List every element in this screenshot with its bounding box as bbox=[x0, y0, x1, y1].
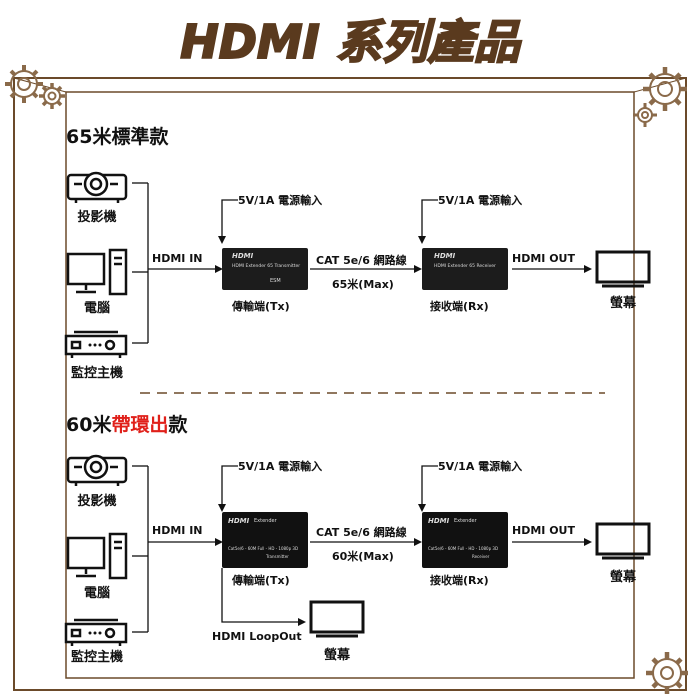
gear-icon bbox=[633, 103, 657, 127]
monitor-icon bbox=[595, 522, 651, 560]
source-label: 投影機 bbox=[77, 494, 117, 509]
input-label: HDMI IN bbox=[152, 524, 203, 537]
source-label: 電腦 bbox=[83, 586, 110, 601]
output-label: HDMI OUT bbox=[512, 252, 575, 265]
dvr-icon bbox=[64, 618, 128, 646]
rx-label: 接收端(Rx) bbox=[430, 300, 489, 313]
cable-label: CAT 5e/6 網路線 bbox=[316, 526, 407, 539]
distance-label: 60米(Max) bbox=[332, 550, 394, 563]
rx-label: 接收端(Rx) bbox=[430, 574, 489, 587]
section-title: 65米標準款 bbox=[66, 126, 169, 148]
monitor-icon bbox=[309, 600, 365, 638]
title-text: HDMI 系列產品 bbox=[180, 15, 522, 69]
display-label: 螢幕 bbox=[609, 296, 636, 311]
tx-label: 傳輸端(Tx) bbox=[232, 574, 290, 587]
input-label: HDMI IN bbox=[152, 252, 203, 265]
section-title: 60米帶環出款 bbox=[66, 414, 188, 436]
display-label: 螢幕 bbox=[609, 570, 636, 585]
power-label: 5V/1A 電源輸入 bbox=[438, 460, 523, 473]
source-label: 監控主機 bbox=[70, 366, 123, 381]
tx-label: 傳輸端(Tx) bbox=[232, 300, 290, 313]
loopout-label: HDMI LoopOut bbox=[212, 630, 302, 643]
source-label: 監控主機 bbox=[70, 650, 123, 665]
projector-icon bbox=[66, 454, 128, 486]
power-label: 5V/1A 電源輸入 bbox=[238, 194, 323, 207]
dvr-icon bbox=[64, 330, 128, 358]
projector-icon bbox=[66, 171, 128, 203]
distance-label: 65米(Max) bbox=[332, 278, 394, 291]
computer-icon bbox=[66, 248, 128, 296]
gear-icon bbox=[5, 65, 43, 103]
power-label: 5V/1A 電源輸入 bbox=[438, 194, 523, 207]
page-title: HDMI 系列產品 bbox=[179, 14, 523, 70]
power-label: 5V/1A 電源輸入 bbox=[238, 460, 323, 473]
gear-icon bbox=[39, 83, 65, 109]
source-label: 投影機 bbox=[77, 210, 117, 225]
source-label: 電腦 bbox=[83, 301, 110, 316]
receiver-device: HDMI Extender Cat5e/6 - 60M Full - HD - … bbox=[422, 512, 508, 568]
receiver-device: HDMI HDMI Extender 65 Receiver bbox=[422, 248, 508, 290]
output-label: HDMI OUT bbox=[512, 524, 575, 537]
gear-icon bbox=[643, 67, 687, 111]
cable-label: CAT 5e/6 網路線 bbox=[316, 254, 407, 267]
monitor-icon bbox=[595, 250, 651, 288]
transmitter-device: HDMI Extender Cat5e/6 - 60M Full - HD - … bbox=[222, 512, 308, 568]
computer-icon bbox=[66, 532, 128, 580]
gear-icon bbox=[646, 652, 688, 694]
display-label: 螢幕 bbox=[323, 648, 350, 663]
transmitter-device: HDMI HDMI Extender 65 Transmitter ESM bbox=[222, 248, 308, 290]
